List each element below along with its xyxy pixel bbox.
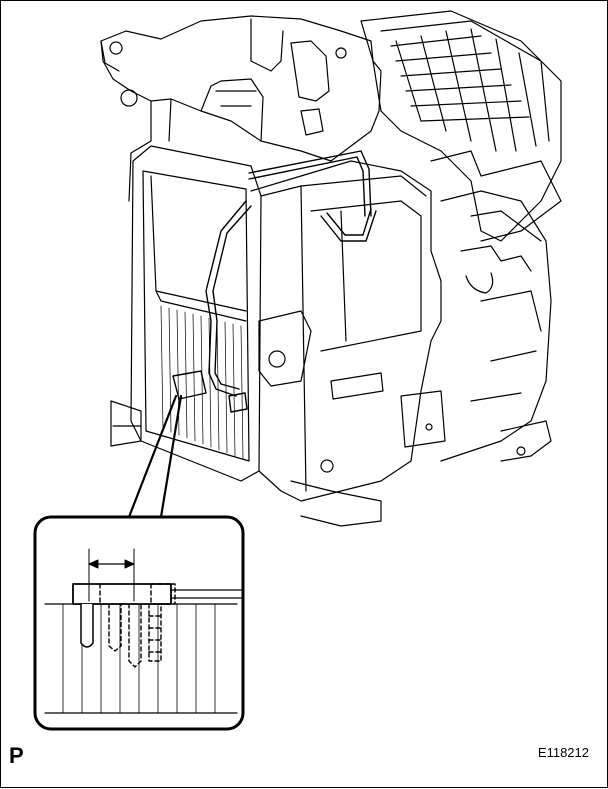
evaporator-fins (160, 305, 244, 460)
upper-housing (100, 15, 382, 202)
right-housing (400, 190, 552, 462)
refrigerant-pipes (172, 150, 377, 413)
detail-callout (33, 515, 245, 731)
evaporator-frame (130, 145, 262, 482)
callout-fin-lines (62, 603, 216, 714)
center-housing (110, 160, 442, 527)
callout-leader (127, 394, 183, 519)
view-corner-label: P (9, 743, 24, 768)
figure-code-label: E118212 (537, 745, 589, 760)
air-duct-grille (360, 10, 562, 242)
